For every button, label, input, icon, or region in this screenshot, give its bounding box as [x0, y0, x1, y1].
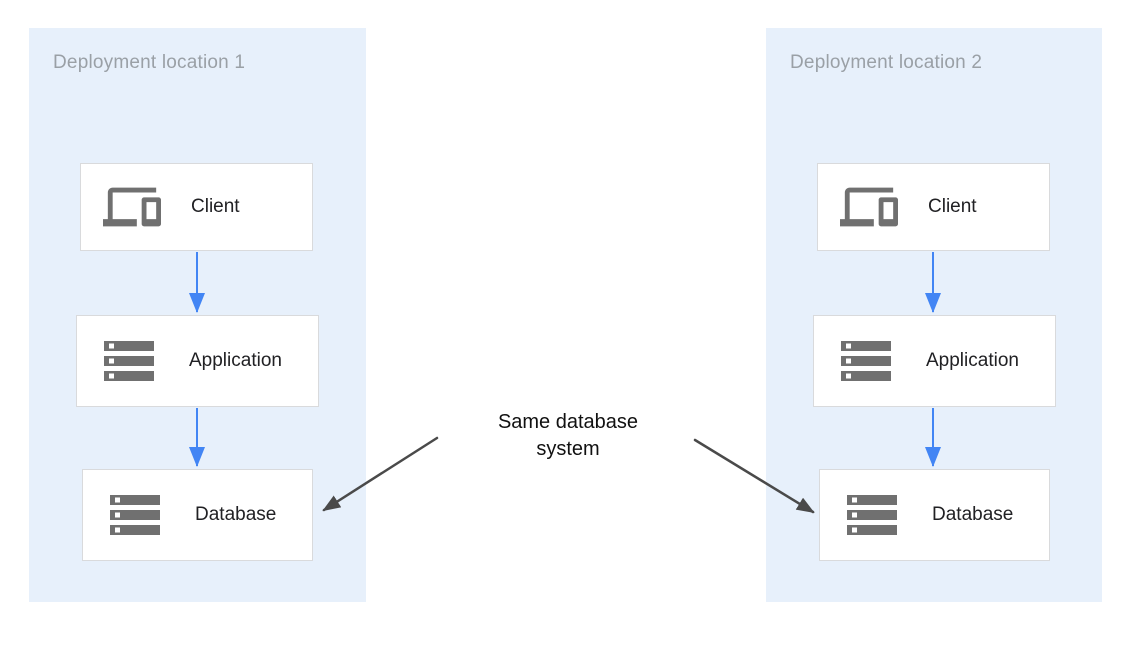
node-label: Application [189, 350, 282, 371]
devices-icon [840, 178, 898, 236]
application-node: Application [76, 315, 319, 407]
database-node: Database [82, 469, 313, 561]
node-label: Client [191, 196, 240, 217]
devices-icon [103, 178, 161, 236]
node-label: Database [932, 504, 1014, 525]
server-stack-icon [99, 331, 159, 391]
node-label: Database [195, 504, 277, 525]
application-node: Application [813, 315, 1056, 407]
panel-title: Deployment location 2 [790, 52, 983, 73]
deployment-panel-2: Deployment location 2 Client Application [766, 28, 1102, 602]
node-label: Application [926, 350, 1019, 371]
client-node: Client [80, 163, 313, 251]
deployment-panel-1: Deployment location 1 Client Application [29, 28, 366, 602]
database-node: Database [819, 469, 1050, 561]
client-node: Client [817, 163, 1050, 251]
server-stack-icon [842, 485, 902, 545]
server-stack-icon [105, 485, 165, 545]
server-stack-icon [836, 331, 896, 391]
node-label: Client [928, 196, 977, 217]
panel-title: Deployment location 1 [53, 52, 246, 73]
connector-label: Same database system [497, 411, 639, 460]
